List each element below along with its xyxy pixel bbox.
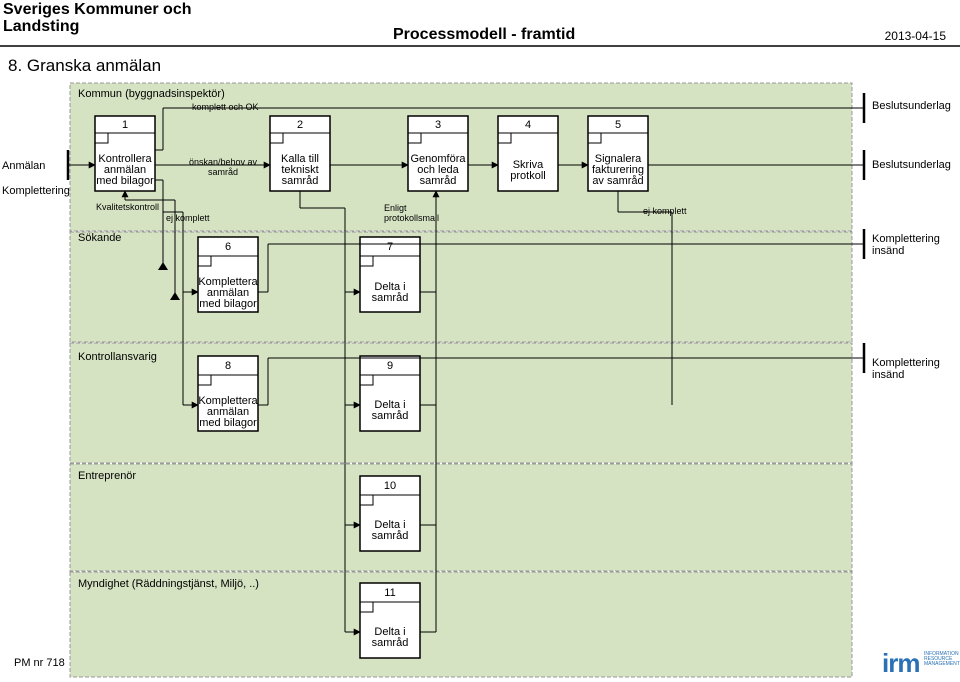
flow-label-ej-komplett-2: ej komplett bbox=[643, 206, 687, 216]
activity-3-number: 3 bbox=[434, 119, 442, 131]
lane-kontrollansvarig bbox=[69, 342, 853, 464]
activity-9-text: Delta i samråd bbox=[371, 399, 409, 422]
document-date: 2013-04-15 bbox=[884, 29, 946, 43]
lane-title-myndighet: Myndighet (Räddningstjänst, Miljö, ..) bbox=[78, 578, 259, 590]
document-title: Processmodell - framtid bbox=[393, 26, 576, 43]
output-beslutsunderlag-mid: Beslutsunderlag bbox=[872, 159, 951, 171]
activity-5-number: 5 bbox=[614, 119, 622, 131]
page-number: PM nr 718 bbox=[14, 657, 65, 669]
activity-10-number: 10 bbox=[383, 480, 397, 492]
activity-7-number: 7 bbox=[386, 241, 394, 253]
activity-2-number: 2 bbox=[296, 119, 304, 131]
input-komplettering: Komplettering bbox=[2, 185, 70, 197]
activity-7-text: Delta i samråd bbox=[371, 281, 409, 304]
activity-11-number: 11 bbox=[384, 587, 396, 599]
flow-label-komplett-ok: komplett och OK bbox=[192, 102, 259, 112]
flow-lines bbox=[66, 93, 866, 636]
lane-title-entreprenor: Entreprenör bbox=[78, 470, 137, 482]
activity-11-text: Delta i samråd bbox=[371, 626, 409, 649]
activity-4-text: Skriva protkoll bbox=[510, 159, 546, 182]
output-komplettering-insand-2: Komplettering insänd bbox=[872, 357, 940, 381]
activity-1-number: 1 bbox=[121, 119, 129, 131]
box-dividers bbox=[95, 132, 648, 613]
lane-title-sokande: Sökande bbox=[78, 232, 122, 244]
activity-6-text: Komplettera anmälan med bilagor bbox=[198, 276, 258, 310]
activity-4-number: 4 bbox=[524, 119, 532, 131]
activity-2-text: Kalla till tekniskt samråd bbox=[281, 153, 319, 187]
activity-8-number: 8 bbox=[224, 360, 232, 372]
flow-label-onskan: önskan/behov av samråd bbox=[188, 157, 258, 177]
irm-logo: irm INFORMATION RESOURCE MANAGEMENT bbox=[882, 648, 960, 678]
activity-1-text: Kontrollera anmälan med bilagor bbox=[96, 153, 154, 187]
flow-label-ej-komplett-1: ej komplett bbox=[166, 213, 210, 223]
activity-3-text: Genomföra och leda samråd bbox=[410, 153, 466, 187]
activity-6-number: 6 bbox=[224, 241, 232, 253]
lane-myndighet bbox=[69, 571, 853, 678]
lane-entreprenor bbox=[69, 463, 853, 572]
organization-name: Sveriges Kommuner och Landsting bbox=[3, 1, 192, 35]
flow-label-enligt: Enligt protokollsmall bbox=[384, 203, 440, 223]
lane-title-kontrollansvarig: Kontrollansvarig bbox=[78, 351, 157, 363]
output-komplettering-insand-1: Komplettering insänd bbox=[872, 233, 940, 257]
output-beslutsunderlag-top: Beslutsunderlag bbox=[872, 100, 951, 112]
flow-label-kvalitetskontroll: Kvalitetskontroll bbox=[96, 202, 160, 212]
activity-5-text: Signalera fakturering av samråd bbox=[592, 153, 644, 187]
input-anmalan: Anmälan bbox=[2, 160, 46, 172]
activity-10-text: Delta i samråd bbox=[371, 519, 409, 542]
activity-9-number: 9 bbox=[386, 360, 394, 372]
page-heading: 8. Granska anmälan bbox=[8, 56, 162, 75]
arrowheads bbox=[158, 262, 180, 300]
lane-sokande bbox=[69, 231, 853, 343]
lane-title-kommun: Kommun (byggnadsinspektör) bbox=[78, 88, 225, 100]
activity-8-text: Komplettera anmälan med bilagor bbox=[198, 395, 258, 429]
